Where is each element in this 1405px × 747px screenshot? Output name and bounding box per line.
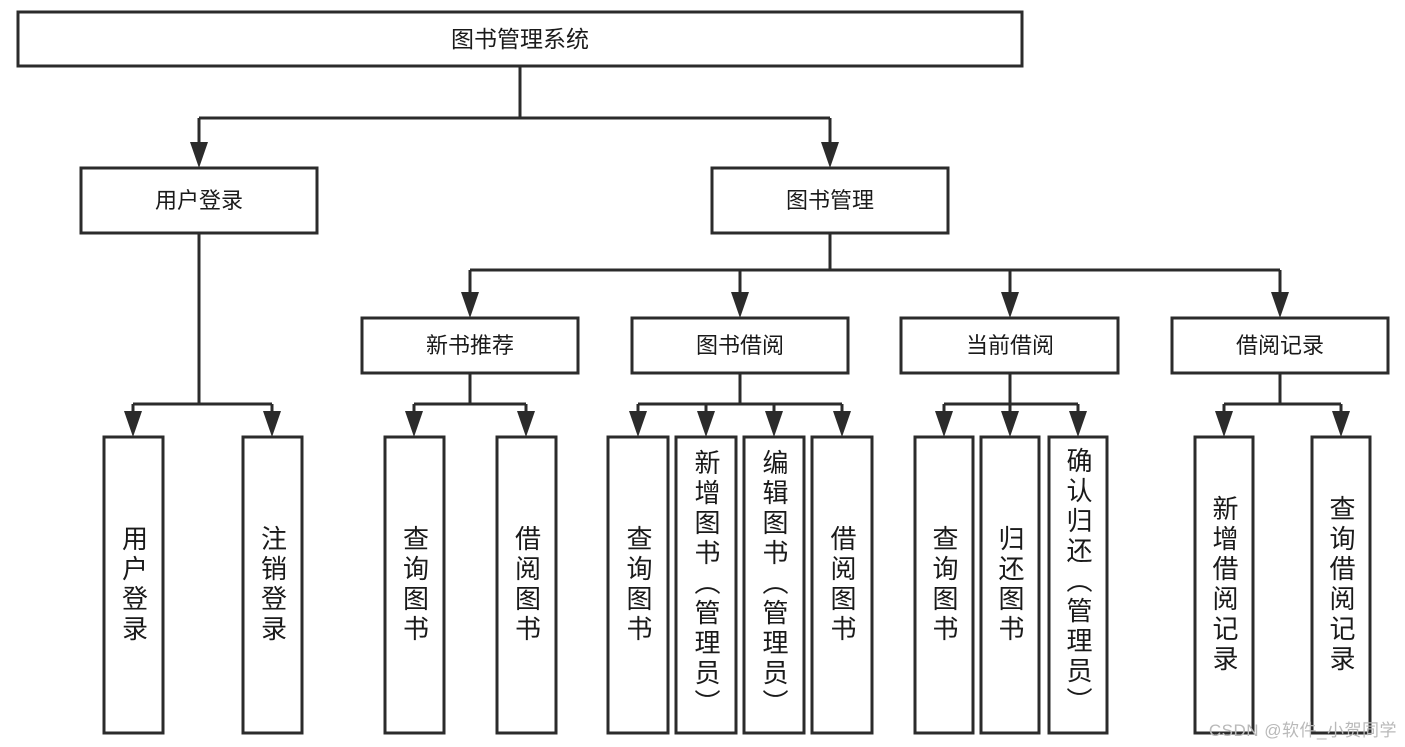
leaf-box-query-record[interactable] xyxy=(1310,435,1372,735)
node-book-management[interactable]: 图书管理 xyxy=(710,166,950,235)
leaf-box-query-book-3[interactable] xyxy=(913,435,975,735)
node-borrow-record[interactable]: 借阅记录 xyxy=(1170,316,1390,375)
leaf-box-confirm-return[interactable] xyxy=(1047,435,1109,735)
node-new-book-recommend-label: 新书推荐 xyxy=(426,333,514,358)
edges-new-book-to-leaves xyxy=(405,373,535,437)
node-new-book-recommend[interactable]: 新书推荐 xyxy=(360,316,580,375)
node-root[interactable]: 图书管理系统 xyxy=(16,10,1024,68)
node-user-login-label: 用户登录 xyxy=(155,188,243,213)
csdn-watermark: CSDN @软件_小贺同学 xyxy=(1208,721,1397,740)
leaf-box-query-book-2[interactable] xyxy=(606,435,670,735)
edges-user-login-to-leaves xyxy=(124,233,281,437)
leaf-box-borrow-book-2[interactable] xyxy=(810,435,874,735)
leaf-box-return-book[interactable] xyxy=(979,435,1041,735)
leaf-box-add-book[interactable] xyxy=(674,435,738,735)
leaf-box-user-login[interactable] xyxy=(102,435,165,735)
node-current-borrow-label: 当前借阅 xyxy=(966,333,1054,358)
edges-borrow-record-to-leaves xyxy=(1215,373,1350,437)
leaf-box-logout[interactable] xyxy=(241,435,304,735)
leaf-boxes xyxy=(102,435,1372,735)
node-root-label: 图书管理系统 xyxy=(451,26,589,52)
leaf-box-borrow-book-1[interactable] xyxy=(495,435,558,735)
leaf-box-query-book-1[interactable] xyxy=(383,435,446,735)
node-book-borrow-label: 图书借阅 xyxy=(696,333,784,358)
edges-root-to-level2 xyxy=(190,66,839,168)
edges-level2-to-level3 xyxy=(461,233,1289,318)
node-book-management-label: 图书管理 xyxy=(786,188,874,213)
leaf-box-edit-book[interactable] xyxy=(742,435,806,735)
node-current-borrow[interactable]: 当前借阅 xyxy=(899,316,1120,375)
edges-book-borrow-to-leaves xyxy=(629,373,851,437)
node-user-login[interactable]: 用户登录 xyxy=(79,166,319,235)
node-borrow-record-label: 借阅记录 xyxy=(1236,333,1324,358)
leaf-box-add-record[interactable] xyxy=(1193,435,1255,735)
edges-current-borrow-to-leaves xyxy=(935,373,1087,437)
node-book-borrow[interactable]: 图书借阅 xyxy=(630,316,850,375)
